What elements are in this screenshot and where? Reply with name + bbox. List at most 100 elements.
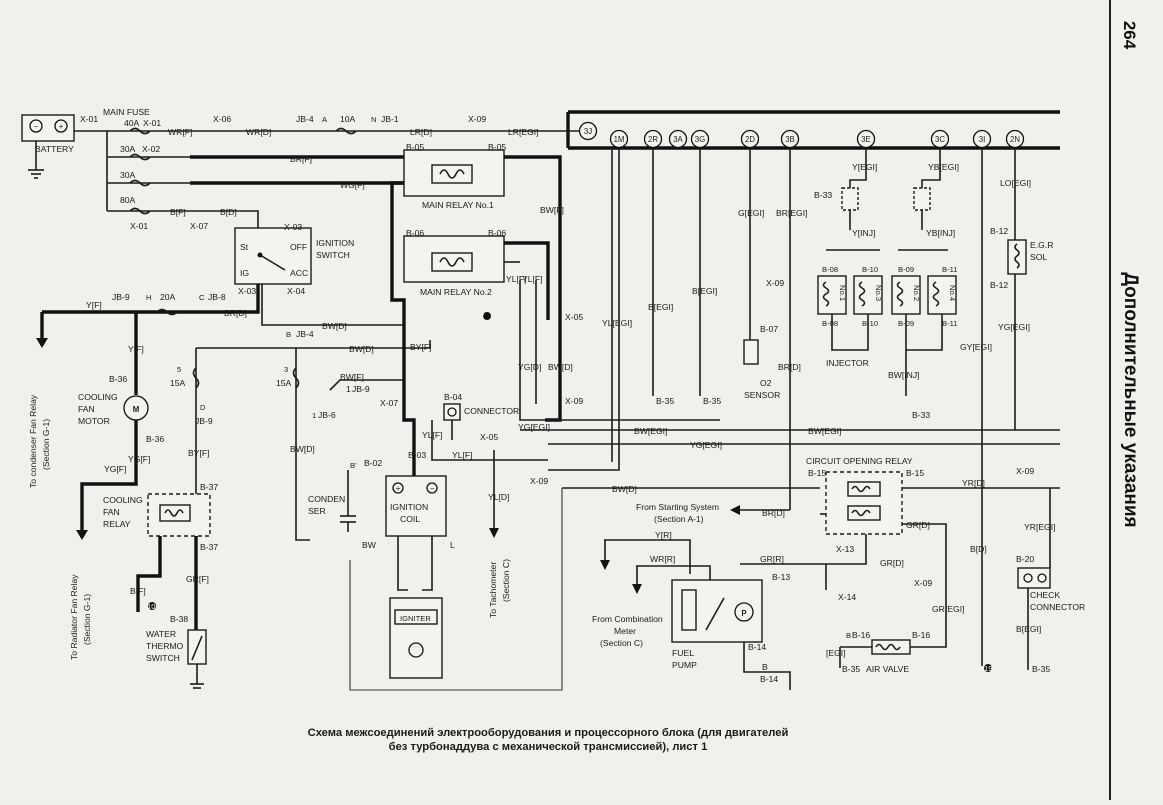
main-fuse-block: MAIN FUSE 40A 30A 30A 80A X-01 X-01 X-02… [74, 107, 190, 231]
connector-label: X-14 [838, 592, 856, 602]
wire-label: YB[INJ] [926, 228, 955, 238]
wire-label: WR[D] [246, 127, 271, 137]
connector-label: B-20 [1016, 554, 1034, 564]
ignition-switch: St OFF IG ACC IGNITION SWITCH X-03 X-03 … [234, 222, 404, 326]
main-relay-1: B-05 B-05 MAIN RELAY No.1 [403, 142, 506, 210]
injector-circuit: Y[EGI] YB[EGI] B-33 Y[INJ] YB[INJ] No.1 … [814, 148, 959, 420]
note-text: To condenser Fan Relay [28, 394, 38, 488]
wire-label: Y[INJ] [852, 228, 875, 238]
connector-b04-label: CONNECTOR [464, 406, 519, 416]
fuse-30a-label: 30A [120, 144, 136, 154]
caption-line: без турбонаддува с механической трансмис… [388, 741, 708, 753]
cooling-fan-relay-label: COOLING [103, 495, 143, 505]
fuel-pump-label: PUMP [672, 660, 697, 670]
ecu-pin: 3G [690, 129, 710, 149]
wire-label: YL[F] [422, 430, 443, 440]
wire-label: BW[D] [322, 321, 347, 331]
injector-label: No.1 [838, 285, 847, 301]
connector-label: B-37 [200, 482, 218, 492]
fuse-10a-label: 10A [340, 114, 356, 124]
wire-label: YG[F] [104, 464, 126, 474]
wire-label: LO[EGI] [1000, 178, 1031, 188]
wire-label: GR[F] [186, 574, 209, 584]
ecu-pin: 3I [972, 129, 992, 149]
connector-label: B-38 [170, 614, 188, 624]
injector-group-label: INJECTOR [826, 358, 869, 368]
svg-text:−: − [430, 484, 435, 493]
ecu-pin-label: 3G [695, 135, 705, 144]
ecu-pin: 2D [740, 129, 760, 149]
injector-label: No.4 [948, 285, 957, 301]
wire-label: LR[EGI] [508, 127, 539, 137]
wire-label: BW[EGI] [808, 426, 841, 436]
wire-label: YR[EGI] [1024, 522, 1056, 532]
fuel-pump-label: FUEL [672, 648, 694, 658]
connector-label: JB-4 [296, 114, 314, 124]
wire-label: BR[D] [762, 508, 785, 518]
fuse-40a-label: 40A [124, 118, 140, 128]
connector-pin-label: B' [350, 461, 357, 470]
egr-solenoid-circuit: LO[EGI] B-12 E.G.R SOL B-12 YG[EGI] GY[E… [960, 148, 1053, 444]
connector-pin-label: 1 [346, 384, 351, 394]
wire-label: B[D] [970, 544, 987, 554]
main-relay-2: B-06 B-06 MAIN RELAY No.2 [403, 228, 506, 297]
note-text: To Radiator Fan Relay [69, 574, 79, 660]
connector-pin-label: 1 [312, 411, 316, 420]
connector-pin-label: H [146, 293, 151, 302]
connector-label: X-09 [468, 114, 486, 124]
connector-label: X-02 [142, 144, 160, 154]
circuit-opening-relay-label: CIRCUIT OPENING RELAY [806, 456, 913, 466]
ecu-pin-label: 3A [673, 135, 683, 144]
ecu-pin: 3J [578, 121, 598, 141]
connector-label: X-05 [565, 312, 583, 322]
connector-label: B-36 [109, 374, 127, 384]
connector-pin-label: D [200, 403, 206, 412]
ecu-pin: 3E [856, 129, 876, 149]
switch-position-label: ACC [290, 268, 308, 278]
o2-sensor-label: O2 [760, 378, 772, 388]
ecu-pin: 2N [1005, 129, 1025, 149]
connector-label: B-05 [406, 142, 424, 152]
ecu-pin: 3B [780, 129, 800, 149]
ecu-pin-label: 2N [1010, 135, 1020, 144]
ignition-coil-label: IGNITION [390, 502, 428, 512]
connector-label: JB-6 [318, 410, 336, 420]
note-text: (Section A-1) [654, 514, 704, 524]
switch-position-label: St [240, 242, 249, 252]
ignition-coil-label: COIL [400, 514, 420, 524]
marker-label: 7 [480, 312, 484, 321]
o2-sensor-label: SENSOR [744, 390, 780, 400]
connector-label: JB-1 [381, 114, 399, 124]
fuse-output-wires: BR[F] WG[F] B[F] B[D] X-07 [170, 154, 404, 231]
switch-position-label: IG [240, 268, 249, 278]
igniter: IGNITER [389, 597, 443, 679]
wire-label: YL[F] [522, 274, 543, 284]
cooling-fan-motor-label: FAN [78, 404, 95, 414]
wire-label: GR[R] [760, 554, 784, 564]
connector-label: B-37 [200, 542, 218, 552]
wire-label: GR[EGI] [932, 604, 964, 614]
connector-pin-label: C [199, 293, 205, 302]
condenser: CONDEN SER B' [308, 461, 357, 532]
ecu-pin: 2R [643, 129, 663, 149]
note-text: From Combination [592, 614, 663, 624]
note-text: To Tachometer [488, 562, 498, 618]
connector-label: B-13 [772, 572, 790, 582]
connector-label: B-03 [408, 450, 426, 460]
connector-label: B-35 [656, 396, 674, 406]
connector-label: JB-9 [352, 384, 370, 394]
wire-label: [EGI] [826, 648, 846, 658]
connector-label: B-35 [842, 664, 860, 674]
ecu-pin-row: 3J 1M 2R 3A 3G 2D 3B 3E 3C 3I 2N [578, 121, 1025, 149]
condenser-label: CONDEN [308, 494, 345, 504]
wire-label: YG[EGI] [518, 422, 550, 432]
diagram-caption: Схема межсоединений электрооборудования … [238, 726, 858, 754]
connector-label: X-09 [530, 476, 548, 486]
connector-pin-label: 5 [177, 365, 181, 374]
cooling-fan-motor-label: MOTOR [78, 416, 110, 426]
egr-sol-label: E.G.R [1030, 240, 1053, 250]
wire-label: GR[D] [906, 520, 930, 530]
connector-label: B-10 [862, 265, 878, 274]
wire-label: WG[F] [340, 180, 365, 190]
wire-label: YL[F] [452, 450, 473, 460]
